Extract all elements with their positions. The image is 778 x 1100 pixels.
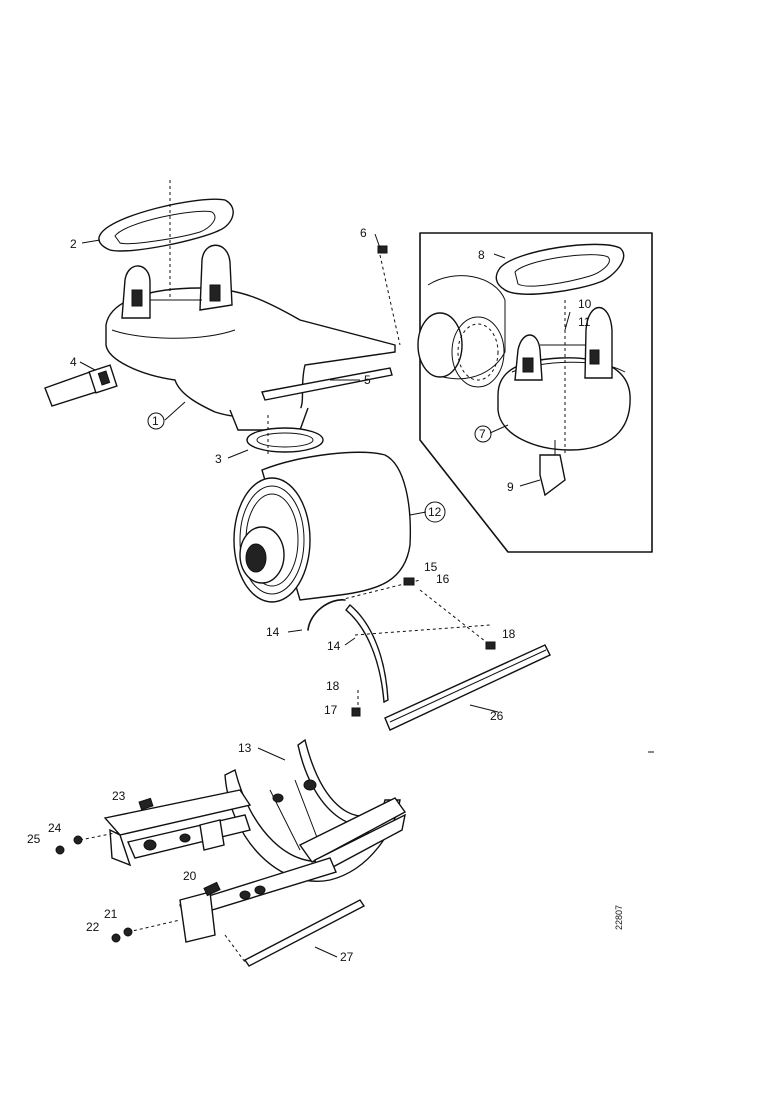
- filter-housing: [105, 244, 396, 431]
- fasteners: [55, 690, 359, 943]
- reference-code: 22807: [614, 905, 624, 930]
- label-part-13: 13: [238, 741, 252, 755]
- label-part-15: 15: [424, 560, 438, 574]
- inlet-hose: [44, 364, 118, 407]
- label-circle-7: [474, 425, 492, 443]
- label-part-5: 5: [364, 373, 371, 387]
- bolt-6: [377, 245, 401, 346]
- label-part-3: 3: [215, 452, 222, 466]
- filter-element: [233, 451, 412, 603]
- label-part-20: 20: [183, 869, 197, 883]
- label-part-25: 25: [27, 832, 41, 846]
- mounting-rail: [384, 644, 551, 731]
- leader-lines: [79, 233, 571, 958]
- label-part-17: 17: [324, 703, 338, 717]
- label-part-27: 27: [340, 950, 354, 964]
- inset-bracket: [539, 440, 566, 497]
- label-part-9: 9: [507, 480, 514, 494]
- part-labels: 2 4 1 5 3 6 8 10 11 7 9 12 15 16 14 14 1…: [27, 226, 592, 964]
- label-part-6: 6: [360, 226, 367, 240]
- label-part-26: 26: [490, 709, 504, 723]
- crossmember-frame: [103, 789, 407, 943]
- label-part-24: 24: [48, 821, 62, 835]
- clamp-strap: [307, 577, 496, 717]
- label-circle-12: [424, 501, 446, 523]
- label-part-8: 8: [478, 248, 485, 262]
- label-part-14b: 14: [327, 639, 341, 653]
- label-part-7: 7: [479, 427, 486, 441]
- inset-detail-box: [417, 232, 653, 553]
- label-part-11: 11: [578, 315, 591, 329]
- tie-rod: [224, 899, 366, 967]
- inset-housing: [497, 306, 631, 451]
- label-part-14a: 14: [266, 625, 280, 639]
- label-circle-1: [147, 412, 165, 430]
- label-part-10: 10: [578, 297, 592, 311]
- label-part-18a: 18: [502, 627, 516, 641]
- label-part-18b: 18: [326, 679, 340, 693]
- label-part-16: 16: [436, 572, 450, 586]
- inset-gasket: [495, 243, 625, 295]
- label-part-1: 1: [152, 414, 159, 428]
- label-part-4: 4: [70, 355, 77, 369]
- seal-ring: [246, 415, 324, 455]
- top-gasket: [98, 180, 234, 300]
- label-part-12: 12: [428, 505, 442, 519]
- label-part-2: 2: [70, 237, 77, 251]
- inset-duct: [417, 275, 506, 388]
- label-part-23: 23: [112, 789, 126, 803]
- label-part-22: 22: [86, 920, 100, 934]
- label-part-21: 21: [104, 907, 118, 921]
